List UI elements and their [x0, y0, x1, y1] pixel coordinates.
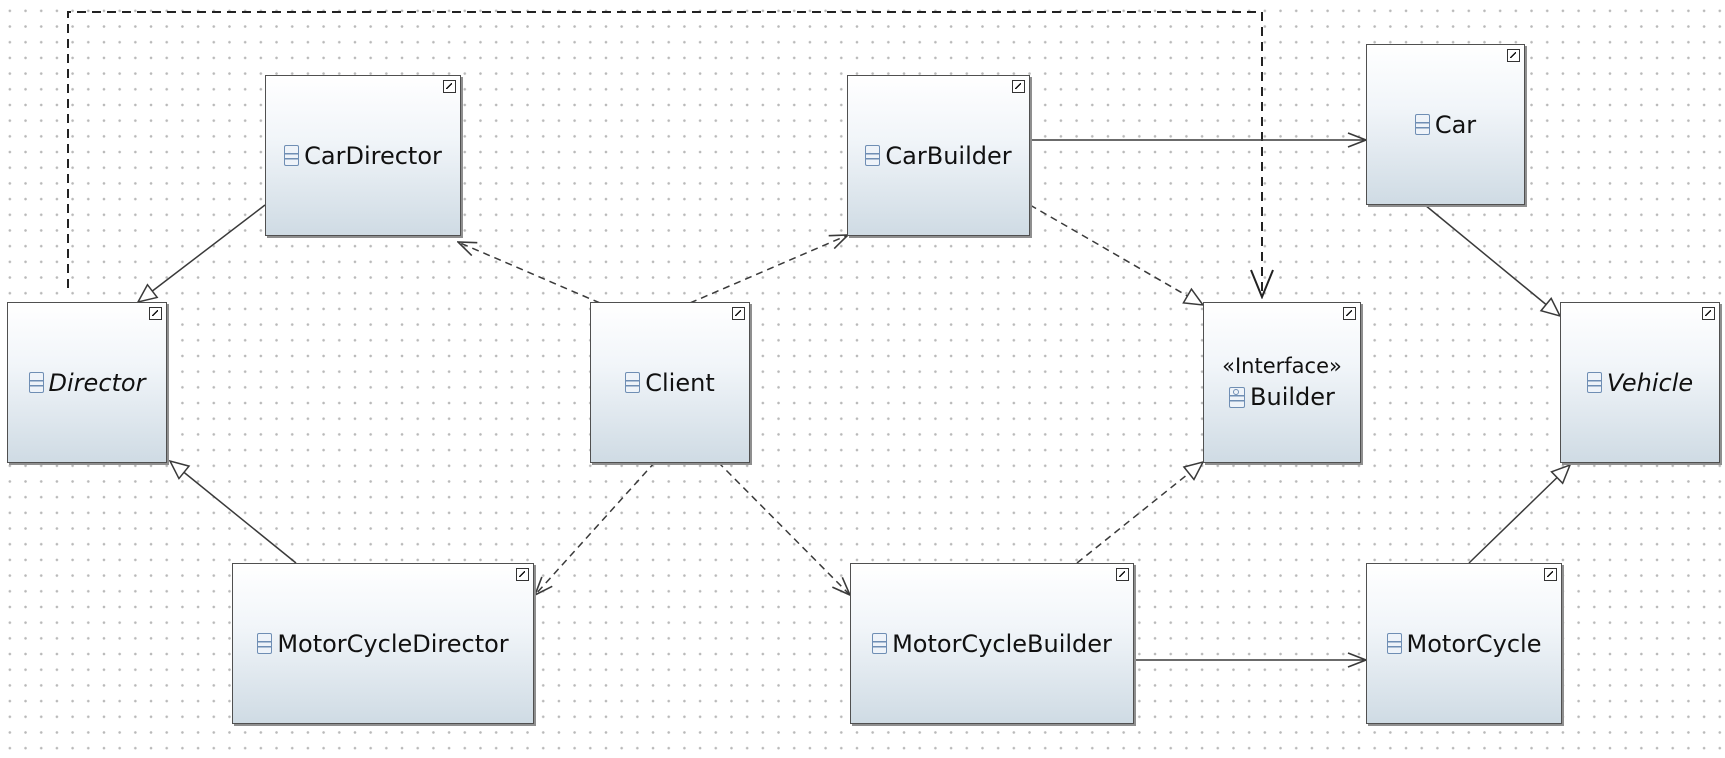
edge-motorcycledirector-to-director [168, 459, 297, 564]
class-name: CarDirector [304, 141, 442, 170]
shortcut-icon [516, 568, 529, 581]
class-name: MotorCycleBuilder [892, 629, 1112, 658]
class-motorcycle[interactable]: MotorCycle [1366, 563, 1562, 724]
class-car-builder[interactable]: CarBuilder [847, 75, 1030, 236]
class-name: MotorCycleDirector [277, 629, 509, 658]
class-vehicle[interactable]: Vehicle [1560, 302, 1720, 463]
class-car[interactable]: Car [1366, 44, 1525, 205]
class-icon [1386, 633, 1402, 654]
shortcut-icon [732, 307, 745, 320]
class-icon [1414, 114, 1430, 135]
class-name: CarBuilder [885, 141, 1012, 170]
class-icon [872, 633, 888, 654]
edge-client-to-cardirector [458, 242, 601, 304]
interface-icon [1229, 386, 1246, 408]
edge-carbuilder-to-builder [1029, 204, 1205, 306]
class-icon [284, 145, 300, 166]
edge-car-to-vehicle [1424, 204, 1562, 318]
edge-client-to-carbuilder [689, 235, 848, 304]
shortcut-icon [1116, 568, 1129, 581]
class-client[interactable]: Client [590, 302, 750, 463]
class-icon [257, 633, 273, 654]
class-icon [865, 145, 881, 166]
class-director[interactable]: Director [7, 302, 167, 463]
interface-stereotype: «Interface» [1222, 354, 1342, 378]
class-name: Client [645, 368, 715, 397]
class-motorcycle-director[interactable]: MotorCycleDirector [232, 563, 534, 724]
shortcut-icon [1544, 568, 1557, 581]
class-icon [625, 372, 641, 393]
shortcut-icon [149, 307, 162, 320]
interface-name: Builder [1250, 383, 1335, 411]
shortcut-icon [1507, 49, 1520, 62]
shortcut-icon [443, 80, 456, 93]
shortcut-icon [1012, 80, 1025, 93]
edge-client-to-motorcyclebuilder [717, 461, 850, 595]
class-icon [28, 372, 44, 393]
class-name: Director [48, 368, 146, 397]
class-icon [1586, 372, 1602, 393]
edge-motorcyclebuilder-to-builder [1076, 460, 1205, 564]
class-name: MotorCycle [1406, 629, 1542, 658]
shortcut-icon [1343, 307, 1356, 320]
edge-director-to-builder [67, 11, 1262, 297]
edge-client-to-motorcycledirector [535, 461, 656, 595]
edge-cardirector-to-director [136, 204, 266, 304]
class-name: Vehicle [1606, 368, 1694, 397]
edge-motorcycle-to-vehicle [1468, 463, 1572, 564]
interface-builder[interactable]: «Interface» Builder [1203, 302, 1361, 463]
shortcut-icon [1702, 307, 1715, 320]
class-motorcycle-builder[interactable]: MotorCycleBuilder [850, 563, 1134, 724]
class-name: Car [1434, 110, 1477, 139]
class-car-director[interactable]: CarDirector [265, 75, 461, 236]
